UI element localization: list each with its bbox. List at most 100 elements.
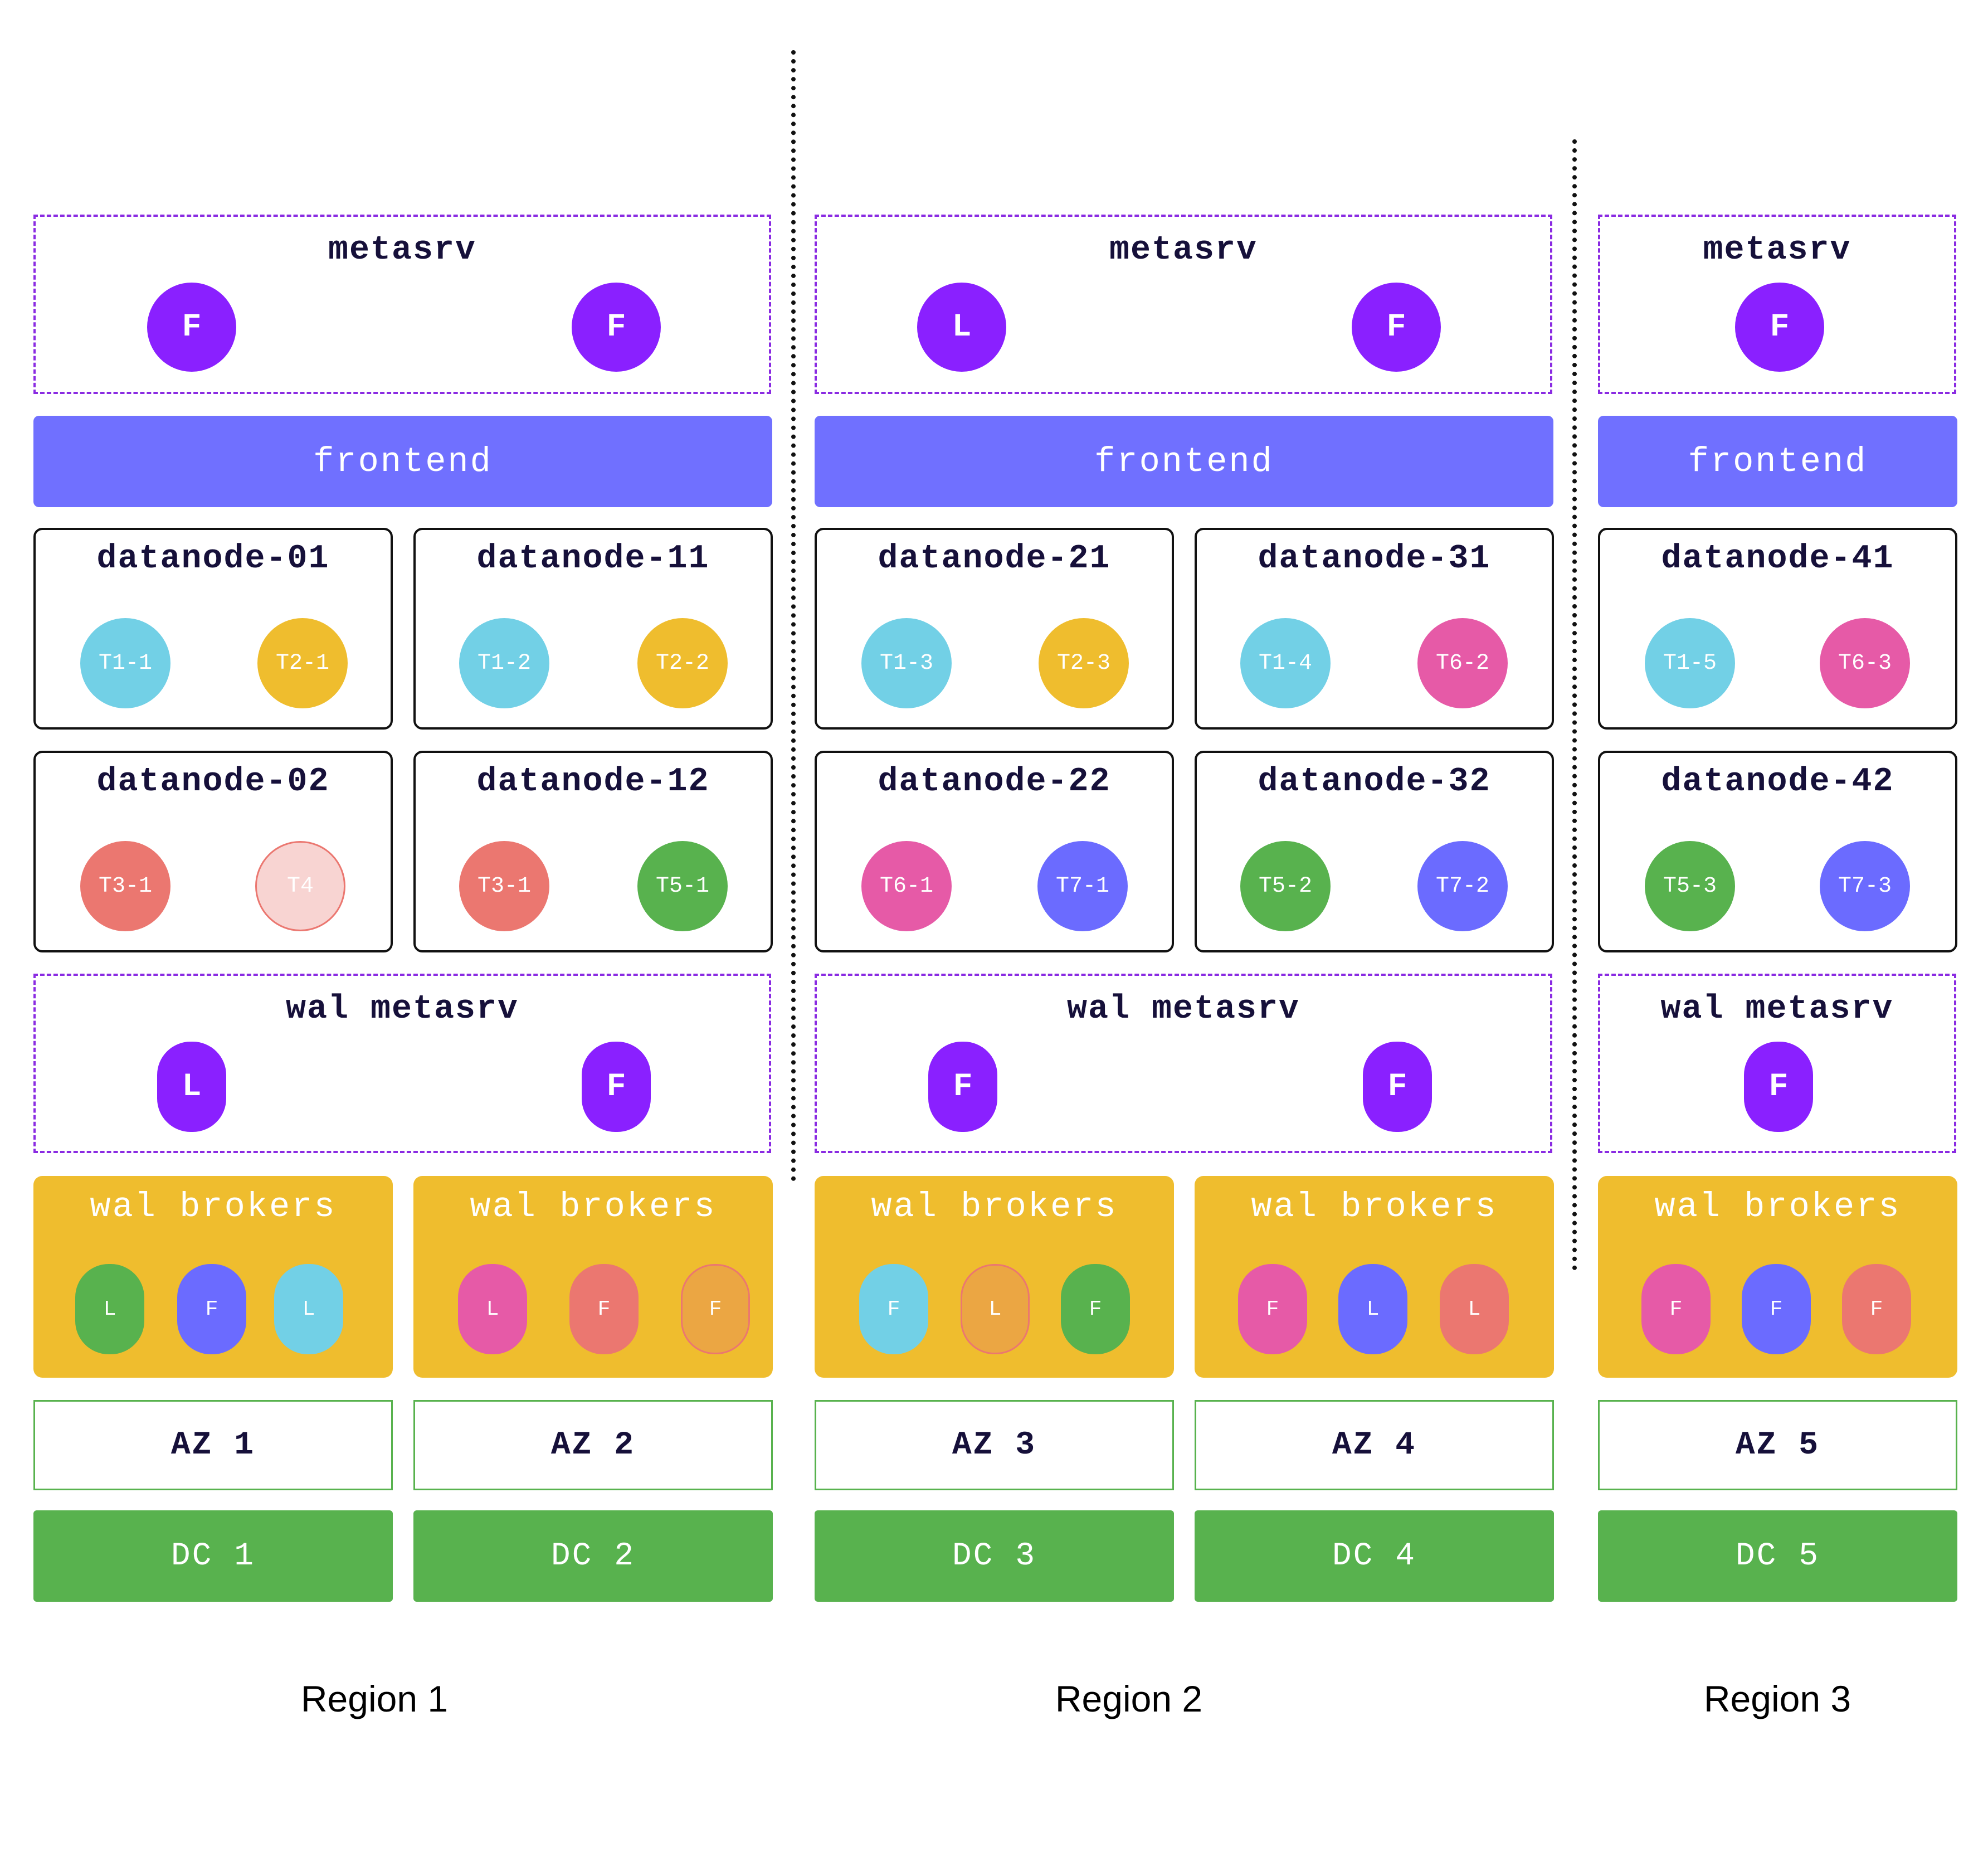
- wal-broker-node: F: [1641, 1264, 1711, 1354]
- region-label: Region 1: [300, 1678, 449, 1719]
- table-partition-circle: T5-1: [637, 841, 728, 931]
- table-partition-circle: T5-2: [1240, 841, 1331, 931]
- table-partition-circle: T7-3: [1820, 841, 1910, 931]
- wal-broker-node: L: [961, 1264, 1030, 1354]
- wal-broker-node: F: [569, 1264, 639, 1354]
- datanode-name: datanode-22: [878, 763, 1111, 801]
- datanode-box: datanode-21 T1-3 T2-3: [815, 528, 1174, 730]
- table-partition-circle: T5-3: [1645, 841, 1735, 931]
- wal-broker-node: L: [274, 1264, 343, 1354]
- metasrv-role-node: F: [1352, 283, 1441, 372]
- datanode-name: datanode-41: [1661, 540, 1894, 578]
- wal-broker-node: F: [1842, 1264, 1911, 1354]
- wal-metasrv-title: wal metasrv: [285, 990, 519, 1028]
- datanode-box: datanode-22 T6-1 T7-1: [815, 751, 1174, 952]
- datanode-box: datanode-12 T3-1 T5-1: [413, 751, 773, 952]
- metasrv-box: metasrv F: [1598, 215, 1956, 394]
- region-label: Region 2: [1055, 1678, 1203, 1719]
- datanode-box: datanode-31 T1-4 T6-2: [1195, 528, 1554, 730]
- table-partition-circle: T2-2: [637, 618, 728, 708]
- datanode-name: datanode-11: [476, 540, 710, 578]
- wal-metasrv-box: wal metasrv F: [1598, 974, 1956, 1153]
- wal-metasrv-role-node: F: [1363, 1042, 1432, 1132]
- wal-broker-node: F: [1238, 1264, 1307, 1354]
- wal-brokers-title: wal brokers: [470, 1187, 717, 1227]
- region-divider-1: [791, 50, 796, 1182]
- table-partition-circle: T1-2: [459, 618, 549, 708]
- table-partition-circle: T6-3: [1820, 618, 1910, 708]
- metasrv-role-node: L: [917, 283, 1006, 372]
- wal-brokers-title: wal brokers: [90, 1187, 337, 1227]
- datanode-name: datanode-12: [476, 763, 710, 801]
- metasrv-role-node: F: [147, 283, 236, 372]
- wal-metasrv-role-node: F: [1744, 1042, 1813, 1132]
- frontend-bar: frontend: [1598, 416, 1957, 507]
- datanode-name: datanode-01: [96, 540, 330, 578]
- wal-broker-node: F: [177, 1264, 246, 1354]
- region-label: Region 3: [1703, 1678, 1851, 1719]
- datanode-name: datanode-21: [878, 540, 1111, 578]
- wal-metasrv-role-node: L: [157, 1042, 226, 1132]
- wal-broker-node: L: [1440, 1264, 1509, 1354]
- table-partition-circle: T1-5: [1645, 618, 1735, 708]
- wal-broker-node: L: [1338, 1264, 1407, 1354]
- wal-broker-node: L: [75, 1264, 144, 1354]
- datanode-name: datanode-31: [1258, 540, 1491, 578]
- region-divider-2: [1572, 139, 1577, 1271]
- wal-broker-node: F: [1061, 1264, 1130, 1354]
- table-partition-circle: T2-1: [257, 618, 348, 708]
- table-partition-circle: T7-1: [1037, 841, 1128, 931]
- table-partition-circle: T1-1: [80, 618, 170, 708]
- table-partition-circle: T6-1: [861, 841, 952, 931]
- az-box: AZ 3: [815, 1400, 1174, 1490]
- wal-brokers-title: wal brokers: [1251, 1187, 1498, 1227]
- datanode-name: datanode-32: [1258, 763, 1491, 801]
- dc-box: DC 5: [1598, 1510, 1957, 1602]
- metasrv-role-node: F: [572, 283, 661, 372]
- wal-metasrv-role-node: F: [928, 1042, 997, 1132]
- wal-metasrv-box: wal metasrv F F: [815, 974, 1552, 1153]
- table-partition-circle: T4: [255, 841, 345, 931]
- dc-box: DC 1: [33, 1510, 393, 1602]
- wal-broker-node: L: [458, 1264, 527, 1354]
- datanode-name: datanode-02: [96, 763, 330, 801]
- metasrv-title: metasrv: [1703, 231, 1851, 269]
- datanode-box: datanode-02 T3-1 T4: [33, 751, 393, 952]
- metasrv-box: metasrv F F: [33, 215, 771, 394]
- table-partition-circle: T6-2: [1417, 618, 1508, 708]
- wal-broker-node: F: [681, 1264, 750, 1354]
- datanode-name: datanode-42: [1661, 763, 1894, 801]
- wal-brokers-title: wal brokers: [1654, 1187, 1901, 1227]
- az-box: AZ 2: [413, 1400, 773, 1490]
- az-box: AZ 5: [1598, 1400, 1957, 1490]
- wal-brokers-box: wal brokers F L F: [815, 1176, 1174, 1378]
- wal-brokers-title: wal brokers: [871, 1187, 1118, 1227]
- frontend-bar: frontend: [815, 416, 1553, 507]
- dc-box: DC 2: [413, 1510, 773, 1602]
- frontend-bar: frontend: [33, 416, 772, 507]
- datanode-box: datanode-32 T5-2 T7-2: [1195, 751, 1554, 952]
- wal-metasrv-role-node: F: [582, 1042, 651, 1132]
- metasrv-title: metasrv: [1109, 231, 1258, 269]
- table-partition-circle: T2-3: [1039, 618, 1129, 708]
- az-box: AZ 4: [1195, 1400, 1554, 1490]
- table-partition-circle: T3-1: [80, 841, 170, 931]
- wal-metasrv-title: wal metasrv: [1066, 990, 1300, 1028]
- metasrv-role-node: F: [1735, 283, 1824, 372]
- metasrv-box: metasrv L F: [815, 215, 1552, 394]
- dc-box: DC 4: [1195, 1510, 1554, 1602]
- table-partition-circle: T1-3: [861, 618, 952, 708]
- table-partition-circle: T3-1: [459, 841, 549, 931]
- wal-brokers-box: wal brokers F F F: [1598, 1176, 1957, 1378]
- wal-brokers-box: wal brokers F L L: [1195, 1176, 1554, 1378]
- wal-metasrv-title: wal metasrv: [1660, 990, 1894, 1028]
- az-box: AZ 1: [33, 1400, 393, 1490]
- datanode-box: datanode-41 T1-5 T6-3: [1598, 528, 1957, 730]
- table-partition-circle: T7-2: [1417, 841, 1508, 931]
- wal-brokers-box: wal brokers L F F: [413, 1176, 773, 1378]
- metasrv-title: metasrv: [328, 231, 477, 269]
- table-partition-circle: T1-4: [1240, 618, 1331, 708]
- datanode-box: datanode-42 T5-3 T7-3: [1598, 751, 1957, 952]
- dc-box: DC 3: [815, 1510, 1174, 1602]
- wal-brokers-box: wal brokers L F L: [33, 1176, 393, 1378]
